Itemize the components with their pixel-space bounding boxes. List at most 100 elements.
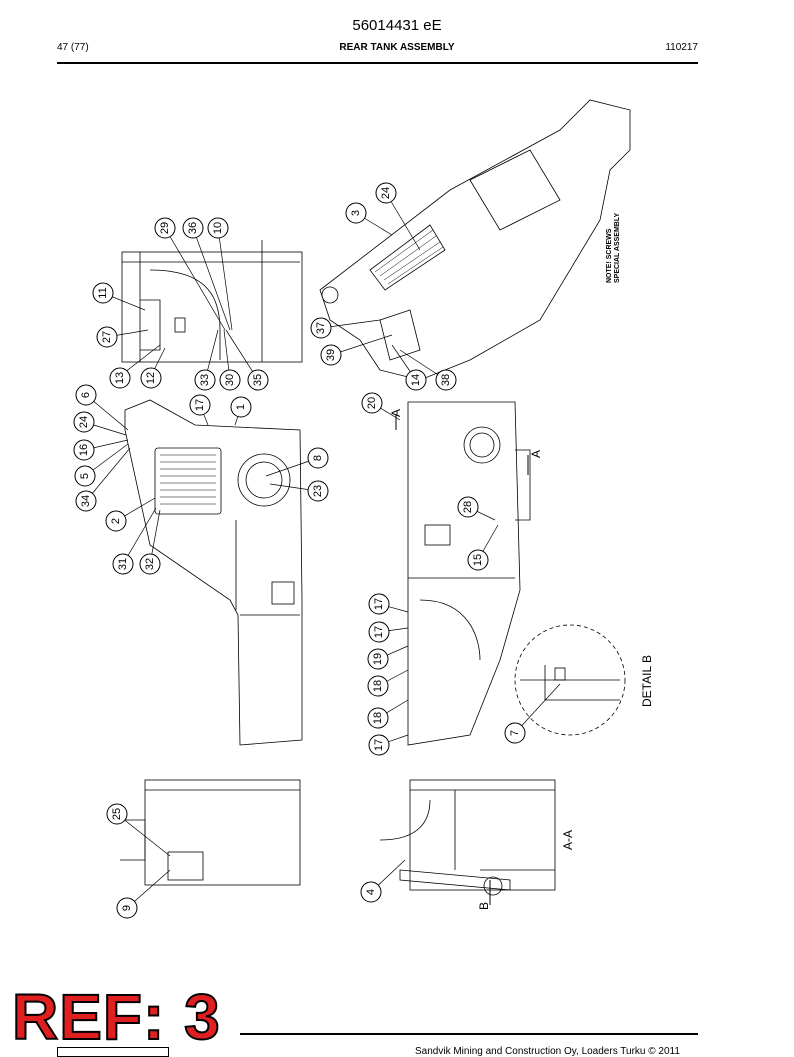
- callout-17-c: 17: [368, 734, 390, 756]
- svg-text:24: 24: [78, 416, 90, 428]
- svg-text:27: 27: [101, 331, 113, 343]
- bottom-view-left: [120, 779, 301, 886]
- svg-text:33: 33: [199, 374, 211, 386]
- svg-text:36: 36: [187, 222, 199, 234]
- callout-17-top: 17: [189, 394, 211, 416]
- callout-5: 5: [74, 465, 96, 487]
- note-line-1: NOTE! SCREWS: [606, 228, 613, 283]
- svg-text:16: 16: [78, 444, 90, 456]
- svg-text:7: 7: [509, 730, 521, 736]
- doc-number: 56014431 eE: [352, 17, 442, 34]
- callout-18-a: 18: [367, 675, 389, 697]
- callout-24-top: 24: [375, 182, 397, 204]
- svg-text:1: 1: [235, 404, 247, 410]
- svg-text:25: 25: [111, 808, 123, 820]
- callout-34: 34: [75, 490, 97, 512]
- callout-23: 23: [307, 480, 329, 502]
- svg-text:15: 15: [472, 554, 484, 566]
- svg-text:5: 5: [79, 473, 91, 479]
- svg-text:17: 17: [373, 739, 385, 751]
- svg-text:9: 9: [121, 905, 133, 911]
- svg-text:17: 17: [373, 626, 385, 638]
- callout-group: 24 3 29 36 10 11 27 13 12 33 30 35 37 39…: [73, 182, 526, 919]
- callout-1: 1: [230, 396, 252, 418]
- callout-31: 31: [112, 553, 134, 575]
- svg-text:38: 38: [440, 374, 452, 386]
- callout-4: 4: [360, 881, 382, 903]
- svg-text:18: 18: [372, 712, 384, 724]
- svg-text:2: 2: [110, 518, 122, 524]
- callout-6: 6: [75, 384, 97, 406]
- svg-text:10: 10: [212, 222, 224, 234]
- callout-36: 36: [182, 217, 204, 239]
- svg-text:30: 30: [224, 374, 236, 386]
- note-line-2: SPECIAL ASSEMBLY: [614, 213, 621, 283]
- svg-text:37: 37: [315, 322, 327, 334]
- callout-17-b: 17: [368, 621, 390, 643]
- callout-9: 9: [116, 897, 138, 919]
- svg-text:3: 3: [350, 210, 362, 216]
- footer-rule: [240, 1033, 698, 1035]
- callout-20: 20: [361, 392, 383, 414]
- callout-32: 32: [139, 553, 161, 575]
- callout-39: 39: [320, 344, 342, 366]
- svg-text:20: 20: [366, 397, 378, 409]
- callout-27: 27: [96, 326, 118, 348]
- callout-12: 12: [140, 367, 162, 389]
- svg-text:32: 32: [144, 558, 156, 570]
- svg-text:17: 17: [373, 598, 385, 610]
- callout-35: 35: [247, 369, 269, 391]
- callout-11: 11: [92, 282, 114, 304]
- callout-29: 29: [154, 217, 176, 239]
- svg-text:4: 4: [365, 889, 377, 895]
- callout-2: 2: [105, 510, 127, 532]
- callout-30: 30: [219, 369, 241, 391]
- callout-38: 38: [435, 369, 457, 391]
- svg-text:13: 13: [114, 372, 126, 384]
- svg-text:24: 24: [380, 187, 392, 199]
- svg-text:19: 19: [372, 653, 384, 665]
- callout-33: 33: [194, 369, 216, 391]
- callout-15: 15: [467, 549, 489, 571]
- callout-14: 14: [405, 369, 427, 391]
- callout-13: 13: [109, 367, 131, 389]
- svg-text:34: 34: [80, 495, 92, 507]
- svg-text:14: 14: [410, 374, 422, 386]
- perspective-view: [319, 99, 631, 381]
- callout-8: 8: [307, 447, 329, 469]
- svg-text:29: 29: [159, 222, 171, 234]
- svg-text:35: 35: [252, 374, 264, 386]
- svg-text:23: 23: [312, 485, 324, 497]
- side-view-top: [121, 240, 303, 363]
- svg-text:18: 18: [372, 680, 384, 692]
- page-count: 47 (77): [57, 42, 89, 53]
- svg-text:8: 8: [312, 455, 324, 461]
- ref-stamp: REF: 3: [11, 981, 221, 1053]
- section-a-right-label: A: [529, 450, 543, 458]
- front-view: [407, 401, 531, 746]
- svg-text:28: 28: [462, 501, 474, 513]
- header-rule: [57, 62, 698, 64]
- section-a-left-label: A: [389, 409, 403, 417]
- svg-text:39: 39: [325, 349, 337, 361]
- svg-text:31: 31: [117, 558, 129, 570]
- callout-7: 7: [504, 722, 526, 744]
- callout-10: 10: [207, 217, 229, 239]
- callout-17-a: 17: [368, 593, 390, 615]
- page-title: REAR TANK ASSEMBLY: [339, 42, 455, 53]
- callout-3: 3: [345, 202, 367, 224]
- footer-copyright: Sandvik Mining and Construction Oy, Load…: [415, 1046, 680, 1057]
- callout-25: 25: [106, 803, 128, 825]
- detail-b-view: [514, 624, 626, 736]
- callout-28: 28: [457, 496, 479, 518]
- section-aa-label: A-A: [561, 830, 575, 850]
- detail-b-label: DETAIL B: [640, 655, 654, 707]
- callout-24-left: 24: [73, 411, 95, 433]
- callout-18-b: 18: [367, 707, 389, 729]
- svg-text:17: 17: [194, 399, 206, 411]
- date-code: 110217: [665, 42, 698, 53]
- svg-text:6: 6: [80, 392, 92, 398]
- callout-16: 16: [73, 439, 95, 461]
- callout-37: 37: [310, 317, 332, 339]
